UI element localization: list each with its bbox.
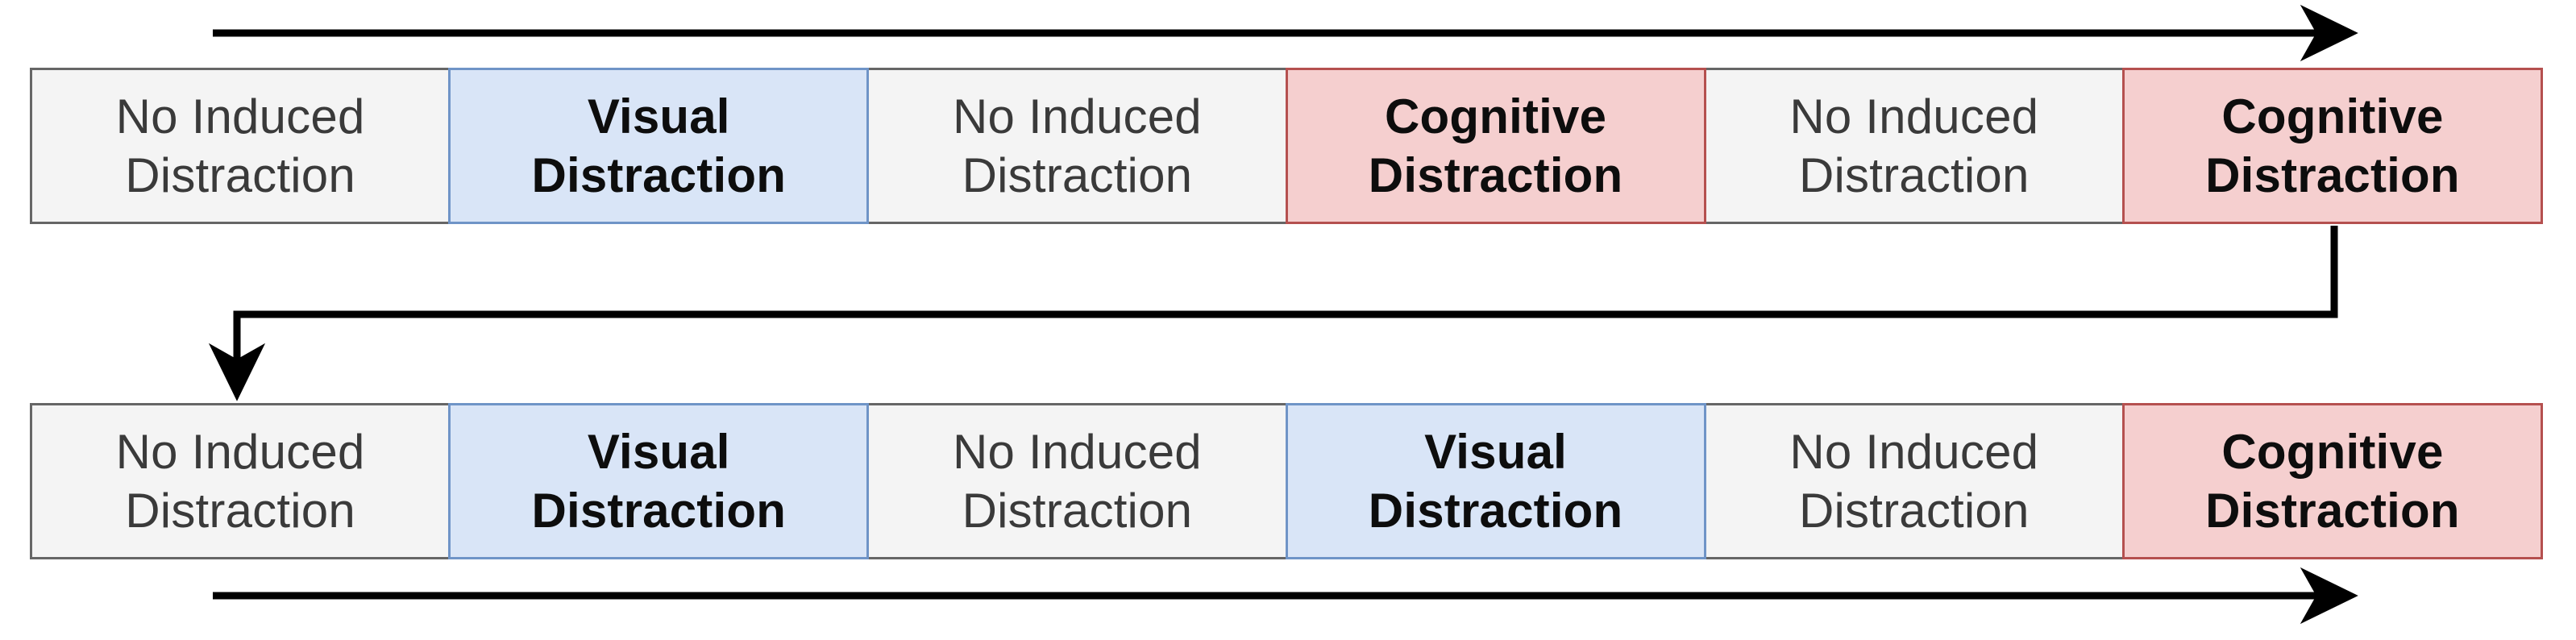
top-cell-4-cognitive-distraction[interactable]: Cognitive Distraction [1285,68,1706,224]
cell-label-line2: Distraction [1798,148,2030,202]
cell-label-line2: Distraction [2205,148,2460,202]
bottom-cell-3-no-induced-distraction[interactable]: No Induced Distraction [866,403,1288,559]
top-cell-6-cognitive-distraction[interactable]: Cognitive Distraction [2121,68,2544,224]
cell-label-line1: No Induced [1789,89,2039,143]
cell-label-line1: No Induced [952,424,1202,479]
cell-label-line1: Visual [587,424,730,479]
top-cell-5-no-induced-distraction[interactable]: No Induced Distraction [1703,68,2125,224]
cell-label-line1: No Induced [115,424,365,479]
cell-label-line1: Visual [587,89,730,143]
cell-label-line2: Distraction [962,148,1193,202]
cell-label-line1: Cognitive [2221,89,2444,143]
top-cell-2-visual-distraction[interactable]: Visual Distraction [448,68,870,224]
bottom-cell-5-no-induced-distraction[interactable]: No Induced Distraction [1703,403,2125,559]
top-sequence-row: No Induced Distraction Visual Distractio… [30,68,2544,224]
cell-label-line2: Distraction [962,484,1193,538]
cell-label-line2: Distraction [2205,484,2460,538]
cell-label-line1: No Induced [1789,424,2039,479]
cell-label-line2: Distraction [531,148,787,202]
cell-label-line2: Distraction [1368,148,1623,202]
cell-label-line2: Distraction [1798,484,2030,538]
cell-label-line1: Cognitive [2221,424,2444,479]
bottom-cell-4-visual-distraction[interactable]: Visual Distraction [1285,403,1706,559]
cell-label-line2: Distraction [125,484,355,538]
cell-label-line1: No Induced [115,89,365,143]
bottom-cell-1-no-induced-distraction[interactable]: No Induced Distraction [30,403,451,559]
cell-label-line1: Cognitive [1385,89,1607,143]
bottom-sequence-row: No Induced Distraction Visual Distractio… [30,403,2544,559]
cell-label-line1: Visual [1424,424,1568,479]
top-cell-3-no-induced-distraction[interactable]: No Induced Distraction [866,68,1288,224]
cell-label-line2: Distraction [531,484,787,538]
bottom-cell-6-cognitive-distraction[interactable]: Cognitive Distraction [2121,403,2544,559]
top-cell-1-no-induced-distraction[interactable]: No Induced Distraction [30,68,451,224]
cell-label-line1: No Induced [952,89,1202,143]
bottom-cell-2-visual-distraction[interactable]: Visual Distraction [448,403,870,559]
cell-label-line2: Distraction [125,148,355,202]
cell-label-line2: Distraction [1368,484,1623,538]
wrap-connector-icon [208,226,2338,401]
